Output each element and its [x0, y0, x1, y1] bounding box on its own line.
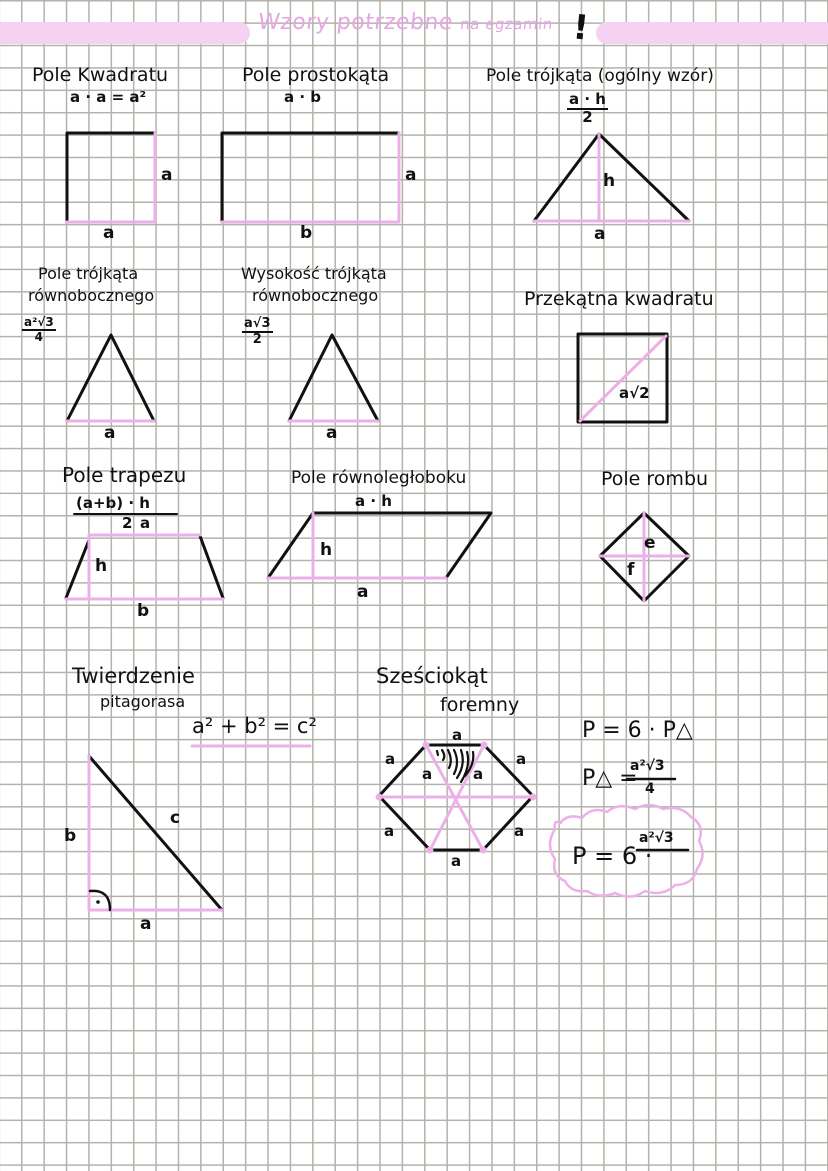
- equilateral-height-formula: a√3 2: [242, 317, 273, 346]
- square-side-label: a: [161, 165, 173, 185]
- exclamation-mark: !: [570, 7, 591, 49]
- rectangle-bottom-label: b: [300, 223, 313, 243]
- rectangle-area-formula: a · b: [284, 88, 322, 106]
- hexagon-side-label-bottom-right: a: [514, 822, 525, 840]
- pythagoras-hyp-c-label: c: [170, 808, 181, 828]
- equilateral-area-formula: a²√3 4: [22, 316, 56, 343]
- parallelogram-area-formula: a · h: [355, 492, 392, 510]
- equilateral-area-title-line1: Pole trójkąta: [38, 264, 139, 283]
- rhombus-f-label: f: [627, 560, 635, 580]
- fraction-numerator: a²√3: [22, 315, 56, 331]
- equilateral-triangle-1: [65, 333, 156, 423]
- hexagon-side-label-top-right: a: [516, 750, 527, 768]
- parallelogram-figure: [266, 511, 493, 580]
- hexagon-side-label-inner-left: a: [422, 765, 433, 783]
- pythagoras-formula: a² + b² = c²: [192, 714, 317, 738]
- trapezoid-area-title: Pole trapezu: [62, 463, 187, 487]
- hexagon-side-label-top: a: [452, 726, 463, 744]
- rhombus-area-title: Pole rombu: [601, 468, 709, 490]
- square-diagonal-label: a√2: [619, 384, 650, 402]
- fraction-denominator: 2: [582, 107, 593, 126]
- page-title-part1: Wzory potrzebne: [256, 10, 455, 35]
- trapezoid-formula-numerator: (a+b) · h: [76, 494, 150, 512]
- hexagon-figure: [375, 741, 537, 854]
- hexagon-formula-1: P = 6 · P△: [582, 718, 693, 743]
- parallelogram-base-label: a: [357, 582, 369, 602]
- parallelogram-area-title: Pole równoległoboku: [291, 468, 467, 488]
- pythagoras-leg-a-label: a: [140, 914, 152, 934]
- equilateral-height-title-line1: Wysokość trójkąta: [241, 264, 387, 283]
- equilateral-height-title-line2: równobocznego: [252, 286, 379, 305]
- page-title: Wzory potrzebne na egzamin: [257, 10, 555, 35]
- pythagoras-leg-b-label: b: [64, 826, 77, 846]
- fraction-numerator: a√3: [242, 316, 273, 333]
- square-area-title: Pole Kwadratu: [32, 64, 169, 86]
- page-title-part2: na egzamin: [459, 15, 554, 33]
- square-diagonal-title: Przekątna kwadratu: [524, 288, 714, 310]
- hexagon-title-line1: Sześciokąt: [376, 664, 488, 688]
- hexagon-formula-2-left: P△ =: [582, 766, 638, 791]
- hexagon-formula-2-denominator: 4: [645, 781, 655, 797]
- hexagon-formula-3-numerator: a²√3: [639, 830, 674, 846]
- rectangle-area-title: Pole prostokąta: [242, 64, 390, 86]
- hexagon-side-label-bottom: a: [451, 852, 462, 870]
- square-area-formula: a · a = a²: [70, 88, 147, 106]
- triangle-area-title: Pole trójkąta (ogólny wzór): [486, 66, 714, 86]
- trapezoid-formula-denominator: 2: [122, 514, 133, 532]
- equilateral-triangle-2: [287, 333, 380, 423]
- pythagoras-title-line1: Twierdzenie: [72, 664, 195, 688]
- rhombus-figure: [598, 511, 691, 603]
- trapezoid-top-label: a: [140, 514, 151, 532]
- square-figure: [65, 131, 157, 224]
- trapezoid-height-label: h: [95, 556, 108, 576]
- parallelogram-height-label: h: [320, 540, 333, 560]
- rectangle-figure: [220, 131, 401, 224]
- square-diagonal-figure: [576, 332, 669, 424]
- trapezoid-bottom-label: b: [137, 601, 150, 621]
- equilateral-height-base-label: a: [326, 423, 338, 443]
- hexagon-side-label-inner-right: a: [473, 765, 484, 783]
- hexagon-formula-decoration: [548, 777, 704, 898]
- pythagoras-title-line2: pitagorasa: [100, 692, 186, 711]
- header-band-right: [596, 22, 828, 44]
- hexagon-side-label-bottom-left: a: [384, 822, 395, 840]
- hexagon-side-label-top-left: a: [385, 750, 396, 768]
- equilateral-area-base-label: a: [104, 423, 116, 443]
- hexagon-title-line2: foremny: [440, 694, 520, 716]
- triangle-height-label: h: [603, 171, 616, 191]
- rectangle-side-label: a: [405, 165, 417, 185]
- triangle-base-label: a: [594, 224, 606, 244]
- triangle-area-formula: a · h 2: [567, 90, 608, 126]
- right-triangle-figure: [87, 744, 312, 912]
- equilateral-area-title-line2: równobocznego: [28, 286, 155, 305]
- hexagon-formula-3-left: P = 6 ·: [572, 842, 653, 870]
- square-bottom-label: a: [103, 223, 115, 243]
- header-band-left: [0, 22, 250, 44]
- hexagon-formula-2-numerator: a²√3: [630, 758, 665, 774]
- fraction-denominator: 2: [252, 331, 262, 347]
- rhombus-e-label: e: [644, 533, 656, 553]
- fraction-denominator: 4: [34, 329, 44, 344]
- fraction-numerator: a · h: [567, 90, 608, 110]
